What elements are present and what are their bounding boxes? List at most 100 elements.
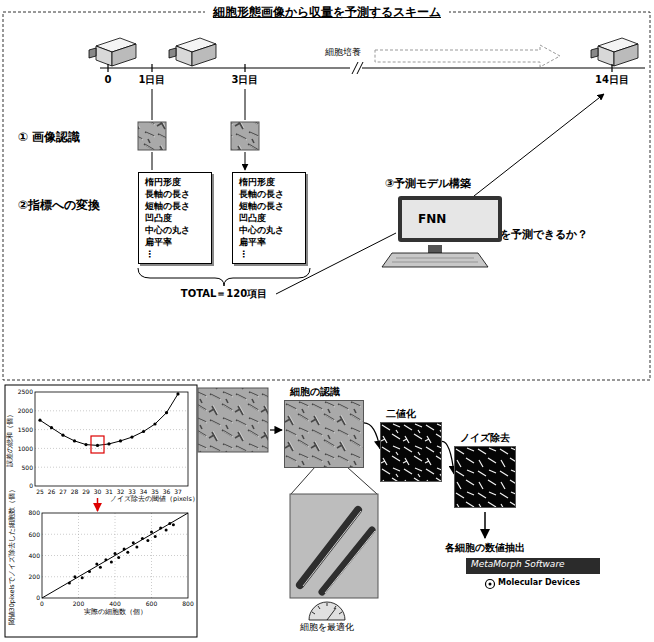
illustration-part	[486, 580, 495, 589]
feature-item: 楕円形度	[239, 176, 299, 188]
illustration-part	[96, 46, 112, 66]
tick-label: 31	[105, 488, 113, 495]
feature-item: 長軸の長さ	[145, 188, 205, 200]
feature-item: 短軸の長さ	[145, 200, 205, 212]
cell-image	[380, 422, 442, 482]
tick-label: 28	[71, 488, 79, 495]
illustration-part	[68, 582, 71, 585]
cell-image	[138, 122, 166, 150]
connector-arrow	[364, 423, 380, 449]
feature-item: 中心の丸さ	[145, 224, 205, 236]
illustration-part	[61, 434, 64, 437]
logo-bar	[466, 558, 600, 574]
culture-arrow	[375, 45, 560, 67]
illustration-part	[322, 530, 372, 592]
illustration-part	[300, 510, 358, 585]
process-label: 細胞培養	[325, 47, 361, 58]
step-heading: 細胞の認識	[284, 386, 364, 400]
image-step: 二値化	[380, 408, 442, 482]
illustration-part	[176, 46, 192, 66]
illustration-part	[392, 258, 478, 262]
illustration-part	[312, 603, 342, 620]
raw-cell-image	[198, 388, 268, 452]
error-chart	[35, 392, 188, 511]
tick-label: 800	[182, 600, 193, 607]
illustration-part	[135, 546, 138, 549]
tick-label: 32	[117, 488, 125, 495]
tick-label: 2000	[18, 407, 33, 414]
illustration-part	[153, 422, 156, 425]
illustration-part	[42, 513, 188, 598]
illustration-part	[165, 529, 168, 532]
day-label: 1日目	[139, 74, 166, 86]
illustration-part	[35, 392, 188, 486]
feature-item: 中心の丸さ	[239, 224, 299, 236]
flask-icon	[89, 38, 136, 66]
illustration-part	[117, 556, 120, 559]
illustration-part	[123, 548, 126, 551]
illustration-part	[35, 411, 188, 467]
illustration-part	[100, 67, 645, 68]
illustration-part	[95, 563, 98, 566]
illustration-part	[114, 552, 117, 555]
illustration-part	[38, 392, 179, 447]
computer-icon	[382, 245, 488, 267]
tick-label: 27	[59, 488, 67, 495]
step-label: ① 画像認識	[18, 130, 80, 144]
feature-item: 凹凸度	[145, 212, 205, 224]
logo-text: Molecular Devices	[498, 578, 580, 588]
tick-label: 200	[73, 600, 84, 607]
brace	[138, 268, 310, 286]
dashed-frame	[3, 12, 650, 380]
illustration-part	[382, 253, 488, 267]
tick-label: 36	[163, 488, 171, 495]
illustration-part	[73, 439, 76, 442]
illustration-part	[598, 46, 614, 66]
tick-label: 400	[109, 600, 120, 607]
illustration-part	[159, 526, 162, 529]
tick-label: 35	[151, 488, 159, 495]
illustration-part	[112, 44, 136, 66]
illustration-part	[81, 576, 84, 579]
feature-item: ⋮	[145, 248, 205, 260]
day-label: 3日目	[232, 74, 259, 86]
tick-label: 400	[29, 552, 40, 559]
step-arrow	[484, 512, 486, 538]
tick-label: 25	[36, 488, 44, 495]
cell-image	[231, 122, 259, 150]
total-label: TOTAL＝120項目	[181, 288, 267, 300]
tick-label: 600	[146, 600, 157, 607]
tick-label: 0	[36, 594, 40, 601]
step-heading: ノイズ除去	[454, 432, 516, 446]
illustration-part	[108, 64, 612, 72]
illustration-part	[165, 411, 168, 414]
chart-frame	[5, 385, 197, 637]
tick-label: 0	[40, 600, 44, 607]
cell-texture	[285, 401, 364, 468]
tick-label: 29	[82, 488, 90, 495]
illustration-part	[141, 537, 144, 540]
illustration-part	[150, 531, 153, 534]
tick-label: 33	[128, 488, 136, 495]
day-label: 14日目	[595, 74, 629, 86]
tick-label: 30	[94, 488, 102, 495]
illustration-part	[119, 439, 122, 442]
illustration-part	[169, 48, 176, 58]
illustration-part	[146, 539, 149, 542]
illustration-part	[73, 575, 76, 578]
illustration-part	[84, 443, 87, 446]
illustration-part	[154, 535, 157, 538]
predict-arrow	[474, 94, 604, 196]
feature-item: 凹凸度	[239, 212, 299, 224]
illustration-part	[96, 444, 99, 447]
model-name: FNN	[418, 212, 482, 226]
logo-text: MetaMorph Software	[471, 559, 565, 570]
illustration-part	[107, 442, 110, 445]
cell-image	[454, 446, 516, 508]
connector-arrow	[442, 441, 454, 474]
cell-image	[284, 400, 364, 468]
output-label: 各細胞の数値抽出	[445, 542, 525, 554]
tick-label: 600	[29, 531, 40, 538]
